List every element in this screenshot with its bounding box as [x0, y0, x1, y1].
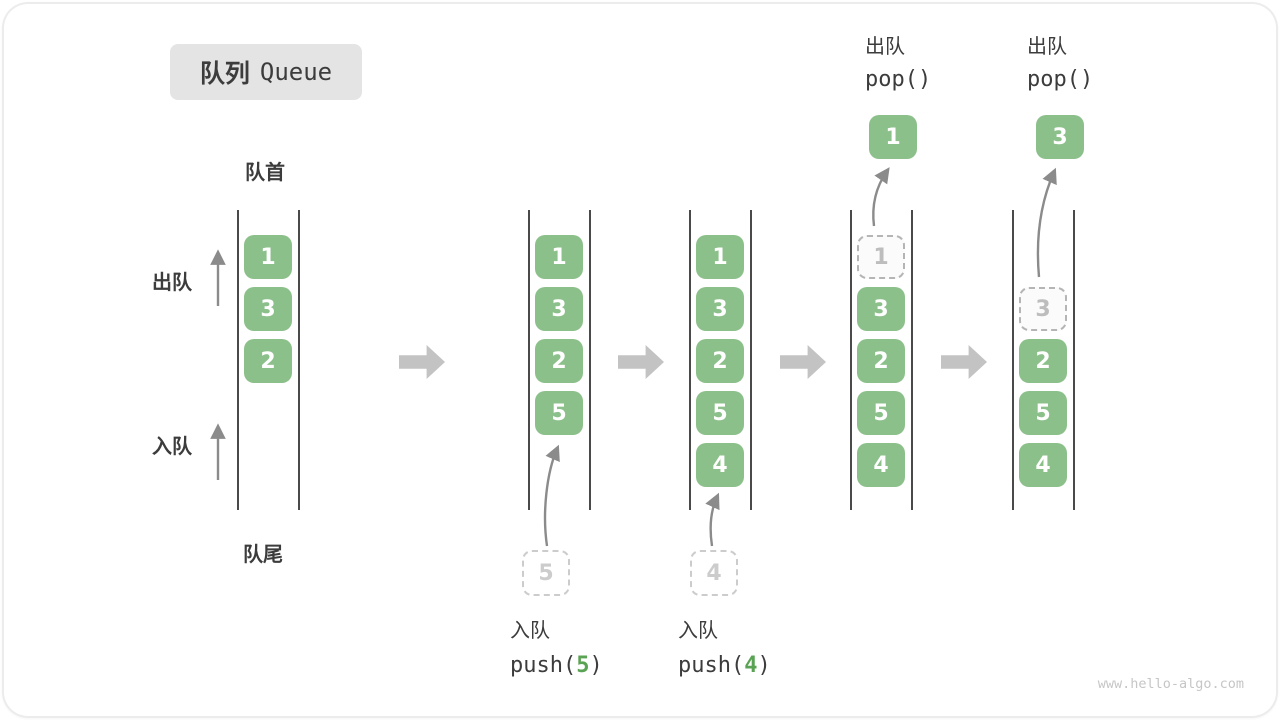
queue-wall	[298, 210, 300, 510]
queue-slot: 1	[696, 235, 744, 279]
queue-slot: 5	[1019, 391, 1067, 435]
queue-slot: 1	[535, 235, 583, 279]
push-code-prefix: push(	[678, 653, 745, 678]
push-op-zh: 入队	[678, 620, 718, 642]
push-op-code: push(5)	[510, 653, 603, 678]
push-code-suffix: )	[757, 653, 771, 678]
queue-slot: 3	[244, 287, 292, 331]
push-code-suffix: )	[589, 653, 603, 678]
title-en: Queue	[259, 58, 333, 86]
incoming-box: 5	[522, 550, 570, 596]
push-code-prefix: push(	[510, 653, 577, 678]
title-badge: 队列 Queue	[170, 44, 362, 100]
queue-wall	[589, 210, 591, 510]
queue-slot: 5	[535, 391, 583, 435]
pop-operation-label: 出队 pop()	[1027, 30, 1093, 92]
popped-box: 3	[1036, 115, 1084, 159]
incoming-box: 4	[690, 550, 738, 596]
push-operation-label: 入队 push(5)	[510, 614, 603, 678]
pop-op-zh: 出队	[1027, 36, 1067, 58]
push-op-code: push(4)	[678, 653, 771, 678]
queue-slot: 5	[857, 391, 905, 435]
queue-wall	[689, 210, 691, 510]
queue-slot: 3	[857, 287, 905, 331]
queue-wall	[850, 210, 852, 510]
queue-slot: 2	[1019, 339, 1067, 383]
queue-slot: 3	[696, 287, 744, 331]
push-code-arg: 4	[744, 653, 758, 678]
push-operation-label: 入队 push(4)	[678, 614, 771, 678]
queue-slot: 2	[857, 339, 905, 383]
title-zh: 队列	[199, 60, 250, 88]
queue-slot: 4	[696, 443, 744, 487]
queue-wall	[750, 210, 752, 510]
pop-op-code: pop()	[1027, 67, 1094, 92]
queue-slot: 4	[857, 443, 905, 487]
queue-slot: 1	[244, 235, 292, 279]
pop-operation-label: 出队 pop()	[865, 30, 931, 92]
queue-slot: 2	[244, 339, 292, 383]
pop-op-zh: 出队	[865, 36, 905, 58]
push-code-arg: 5	[576, 653, 590, 678]
watermark: www.hello-algo.com	[1097, 676, 1244, 692]
queue-slot: 2	[696, 339, 744, 383]
queue-front-label: 队首	[245, 162, 285, 184]
push-op-zh: 入队	[510, 620, 550, 642]
queue-slot: 3	[535, 287, 583, 331]
enqueue-side-label: 入队	[152, 436, 192, 458]
pop-op-code: pop()	[865, 67, 932, 92]
queue-wall	[911, 210, 913, 510]
queue-slot: 2	[535, 339, 583, 383]
queue-slot-dashed: 1	[857, 235, 905, 279]
dequeue-side-label: 出队	[152, 272, 192, 294]
popped-box: 1	[869, 115, 917, 159]
queue-slot: 5	[696, 391, 744, 435]
queue-wall	[528, 210, 530, 510]
queue-wall	[237, 210, 239, 510]
queue-wall	[1073, 210, 1075, 510]
queue-wall	[1012, 210, 1014, 510]
queue-slot-dashed: 3	[1019, 287, 1067, 331]
queue-slot: 4	[1019, 443, 1067, 487]
queue-rear-label: 队尾	[243, 544, 283, 566]
